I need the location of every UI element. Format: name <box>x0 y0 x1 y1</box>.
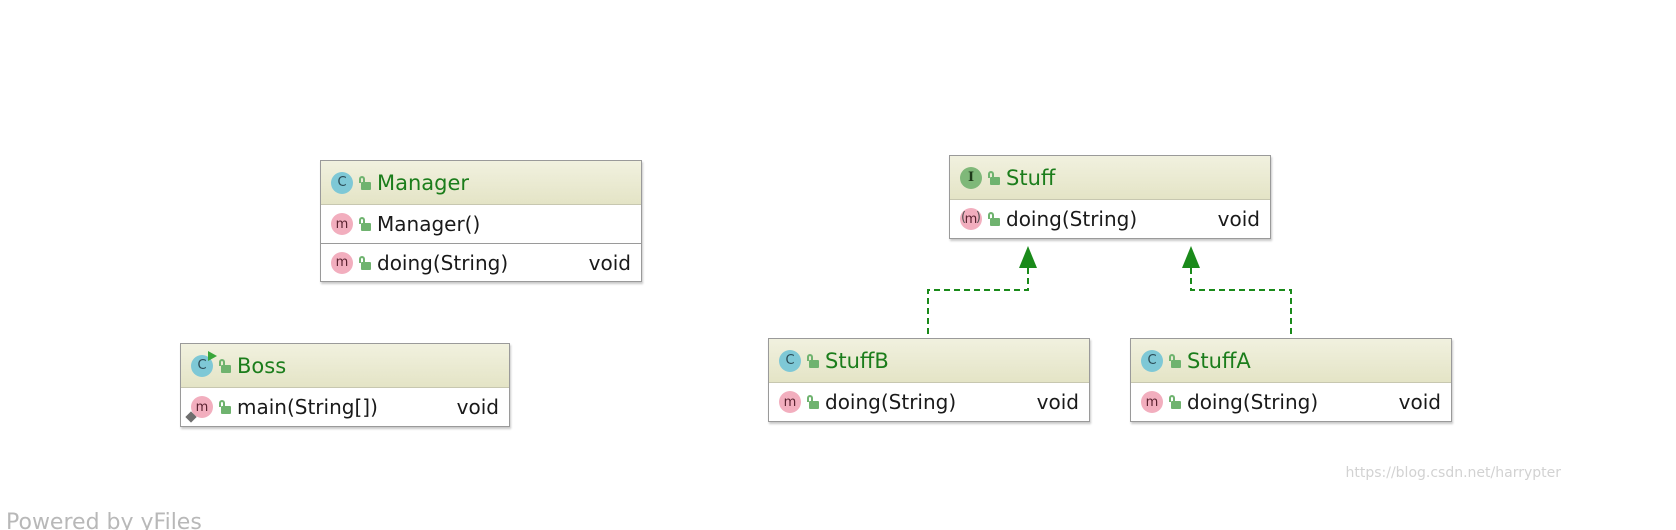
method-icon: m <box>331 251 353 274</box>
method-icon: m <box>185 396 213 423</box>
uml-header-stuff[interactable]: I Stuff <box>950 156 1270 200</box>
uml-header-stuffb[interactable]: C StuffB <box>769 339 1089 383</box>
member-name: Manager() <box>377 212 481 236</box>
public-lock-icon <box>219 400 231 414</box>
arrowhead-stuffb-stuff <box>1019 246 1037 268</box>
class-name: StuffA <box>1187 348 1251 373</box>
class-icon: C <box>1141 349 1163 372</box>
uml-class-stuffa[interactable]: C StuffA m doing(String) void <box>1130 338 1452 422</box>
method-icon: m <box>779 391 801 413</box>
edge-stuffb-implements-stuff <box>927 268 1029 334</box>
class-name: Manager <box>377 170 470 195</box>
class-name: StuffB <box>825 348 889 373</box>
public-lock-icon <box>359 255 371 270</box>
watermark: https://blog.csdn.net/harrypter <box>1345 465 1561 481</box>
class-icon: C <box>191 350 217 377</box>
uml-header-manager[interactable]: C Manager <box>321 161 641 205</box>
class-name: Boss <box>237 353 287 378</box>
edge-stuffa-implements-stuff <box>1190 268 1292 334</box>
interface-icon: I <box>960 166 982 189</box>
public-lock-icon <box>1169 353 1181 368</box>
class-icon: C <box>331 171 353 194</box>
uml-interface-stuff[interactable]: I Stuff m doing(String) void <box>949 155 1271 239</box>
arrowhead-stuffa-stuff <box>1182 246 1200 268</box>
member-row[interactable]: m doing(String) void <box>1131 383 1451 421</box>
public-lock-icon <box>359 175 371 190</box>
public-lock-icon <box>988 212 1000 226</box>
member-row[interactable]: m doing(String) void <box>769 383 1089 421</box>
run-badge-icon <box>208 350 217 361</box>
public-lock-icon <box>1169 395 1181 409</box>
member-name: doing(String) <box>1006 207 1138 231</box>
member-type: void <box>1036 390 1079 414</box>
interface-name: Stuff <box>1006 165 1056 190</box>
public-lock-icon <box>359 217 371 231</box>
member-type: void <box>588 250 631 275</box>
method-icon: m <box>331 213 353 235</box>
member-type: void <box>1217 207 1260 231</box>
member-row[interactable]: m Manager() <box>321 205 641 243</box>
member-row[interactable]: m main(String[]) void <box>181 388 509 426</box>
uml-class-boss[interactable]: C Boss m main(String[]) void <box>180 343 510 427</box>
member-type: void <box>456 395 499 419</box>
member-row[interactable]: m doing(String) void <box>321 243 641 281</box>
member-name: doing(String) <box>1187 390 1319 414</box>
uml-class-manager[interactable]: C Manager m Manager() m doing(Strin <box>320 160 642 282</box>
uml-header-stuffa[interactable]: C StuffA <box>1131 339 1451 383</box>
public-lock-icon <box>988 170 1000 185</box>
powered-by-text: Powered by yFiles <box>6 510 202 530</box>
member-name: doing(String) <box>825 390 957 414</box>
public-lock-icon <box>807 353 819 368</box>
abstract-method-icon: m <box>960 208 982 230</box>
member-type: void <box>1398 390 1441 414</box>
uml-header-boss[interactable]: C Boss <box>181 344 509 388</box>
public-lock-icon <box>807 395 819 409</box>
member-row[interactable]: m doing(String) void <box>950 200 1270 238</box>
uml-class-stuffb[interactable]: C StuffB m doing(String) void <box>768 338 1090 422</box>
method-icon: m <box>1141 391 1163 413</box>
member-name: doing(String) <box>377 250 509 275</box>
public-lock-icon <box>219 358 231 373</box>
class-icon: C <box>779 349 801 372</box>
member-name: main(String[]) <box>237 395 378 419</box>
